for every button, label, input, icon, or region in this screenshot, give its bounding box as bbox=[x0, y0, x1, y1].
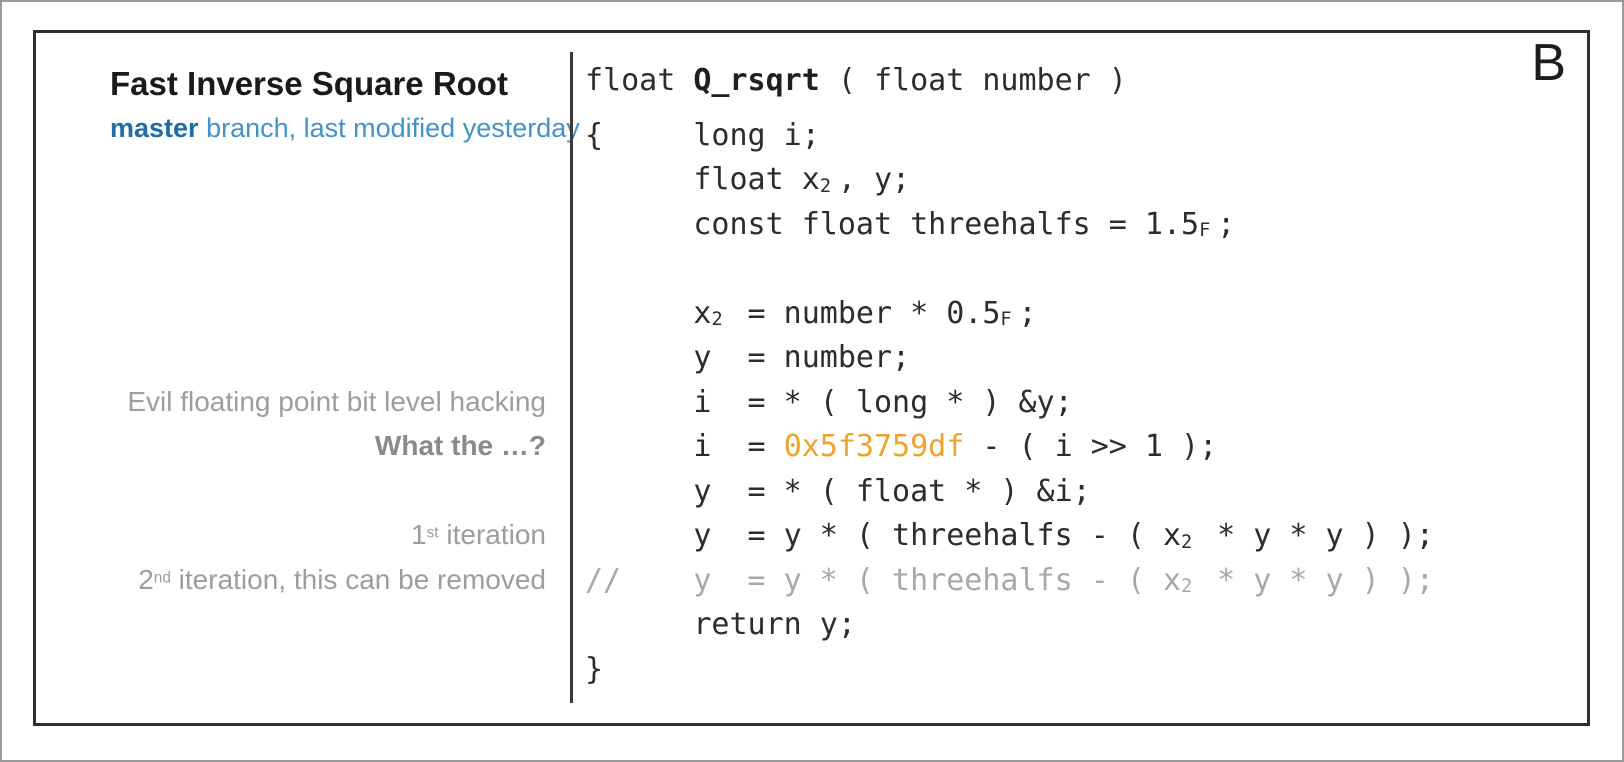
code-line: i = * ( long * ) &y; bbox=[585, 381, 1434, 426]
code-segment: { long i; bbox=[585, 117, 820, 153]
code-segment: - ( i >> 1 ); bbox=[964, 429, 1218, 464]
code-segment: 2 bbox=[1181, 576, 1193, 598]
annotation: 2nd iteration, this can be removed bbox=[36, 564, 546, 596]
code-segment: } bbox=[585, 651, 604, 687]
branch-subtitle: master branch, last modified yesterday bbox=[110, 112, 580, 144]
code-segment: F bbox=[1199, 220, 1211, 242]
code-segment: ; bbox=[1018, 295, 1037, 331]
code-segment: , y; bbox=[837, 162, 911, 197]
code-line: y = y * ( threehalfs - ( x2 * y * y ) ); bbox=[585, 514, 1434, 559]
code-segment: 2 bbox=[1181, 531, 1193, 553]
annotation: Evil floating point bit level hacking bbox=[36, 386, 546, 418]
code-segment: y = y * ( threehalfs - ( x bbox=[585, 518, 1182, 553]
code-segment: 2 bbox=[819, 175, 832, 197]
code-segment: return y; bbox=[585, 607, 856, 642]
code-segment: x bbox=[585, 295, 712, 331]
code-line: y = number; bbox=[585, 336, 1434, 381]
code-line: } bbox=[585, 648, 1434, 693]
annotation-segment: iteration bbox=[438, 519, 546, 550]
annotation-segment: iteration, this can be removed bbox=[170, 563, 546, 595]
code-line: // y = y * ( threehalfs - ( x2 * y * y )… bbox=[585, 559, 1434, 604]
code-segment: * y * y ) ); bbox=[1199, 562, 1434, 598]
annotation-segment: nd bbox=[153, 569, 171, 587]
code-line: i = 0x5f3759df - ( i >> 1 ); bbox=[585, 425, 1434, 470]
page-title: Fast Inverse Square Root bbox=[110, 65, 508, 102]
code-line: y = * ( float * ) &i; bbox=[585, 470, 1434, 515]
annotation: 1st iteration bbox=[36, 519, 546, 551]
code-segment: 2 bbox=[711, 309, 723, 331]
card-inner: Fast Inverse Square Root master branch, … bbox=[36, 33, 1587, 723]
code-segment: y = y * ( threehalfs - ( x bbox=[693, 562, 1182, 598]
code-segment: * y * y ) ); bbox=[1199, 518, 1434, 553]
title-block: Fast Inverse Square Root master branch, … bbox=[110, 64, 580, 144]
annotation-segment: 1 bbox=[411, 519, 427, 550]
annotation-segment: Evil floating point bit level hacking bbox=[127, 385, 546, 417]
branch-name: master bbox=[110, 112, 199, 143]
vertical-divider bbox=[570, 52, 573, 703]
code-segment: = number * 0.5 bbox=[729, 295, 1001, 331]
code-line: const float threehalfs = 1.5F; bbox=[585, 203, 1434, 248]
code-segment: i = bbox=[585, 429, 784, 464]
code-segment: Q_rsqrt bbox=[693, 63, 820, 98]
code-line: x2 = number * 0.5F; bbox=[585, 292, 1434, 337]
code-line: float Q_rsqrt ( float number ) bbox=[585, 59, 1434, 104]
hex-constant: 0x5f3759df bbox=[783, 429, 965, 464]
annotation-segment: st bbox=[426, 524, 439, 542]
annotation-segment: What the …? bbox=[374, 430, 546, 461]
code-segment: ; bbox=[1217, 206, 1236, 242]
code-segment: float bbox=[585, 63, 694, 98]
annotation: What the …? bbox=[36, 430, 546, 462]
code-block: float Q_rsqrt ( float number ){ long i; … bbox=[585, 59, 1434, 692]
code-segment: y = number; bbox=[585, 340, 911, 375]
code-segment: ( float number ) bbox=[819, 63, 1127, 98]
code-line: { long i; bbox=[585, 114, 1434, 159]
code-segment: // bbox=[585, 562, 694, 598]
code-segment: i = * ( long * ) &y; bbox=[585, 384, 1073, 420]
code-segment: F bbox=[1000, 309, 1012, 331]
code-segment: float x bbox=[585, 162, 820, 197]
panel-label: B bbox=[1531, 34, 1566, 92]
code-line bbox=[585, 247, 1434, 292]
code-segment: const float threehalfs = 1.5 bbox=[585, 206, 1200, 242]
code-line: float x2, y; bbox=[585, 158, 1434, 203]
code-segment: y = * ( float * ) &i; bbox=[585, 473, 1091, 509]
annotation-segment: 2 bbox=[138, 563, 154, 595]
code-card: Fast Inverse Square Root master branch, … bbox=[33, 30, 1590, 726]
code-line: return y; bbox=[585, 603, 1434, 648]
subtitle-text: branch, last modified yesterday bbox=[198, 112, 580, 143]
